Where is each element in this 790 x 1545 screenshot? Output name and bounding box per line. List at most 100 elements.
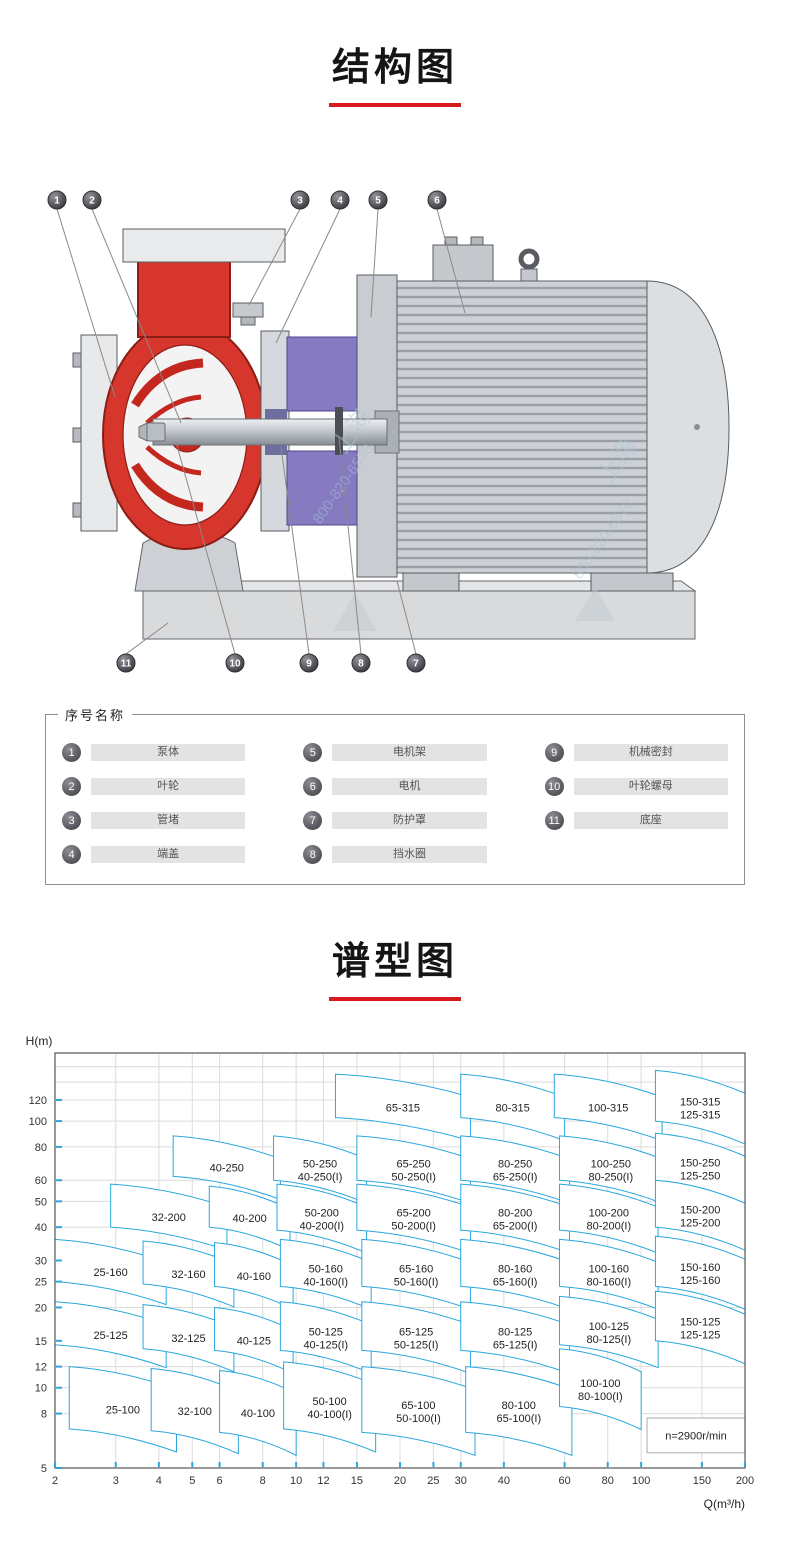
mechanical-seal-upper — [265, 409, 287, 419]
item-label: 防护罩 — [332, 812, 487, 829]
item-number-badge: 3 — [62, 811, 81, 830]
x-tick-label: 40 — [498, 1475, 510, 1487]
y-tick-label: 100 — [29, 1116, 47, 1128]
motor-end-cap — [646, 280, 730, 574]
item-number-badge: 5 — [303, 743, 323, 762]
item-label: 底座 — [573, 812, 728, 829]
callout-11: 11 — [116, 653, 136, 673]
pump-region-tile — [142, 1304, 235, 1373]
pump-region-tile — [559, 1348, 642, 1431]
discharge-flange — [122, 228, 286, 263]
y-tick-label: 40 — [35, 1222, 47, 1234]
x-tick-label: 4 — [156, 1475, 162, 1487]
legend-item: 8 挡水圈 — [303, 845, 487, 864]
pump-region-tile — [54, 1301, 167, 1369]
callout-circle — [330, 190, 350, 210]
pump-region-tile — [465, 1366, 573, 1457]
pipe-plug-stem — [240, 316, 256, 326]
speed-annotation-box — [646, 1417, 746, 1454]
region-label: 32-160 — [171, 1269, 205, 1281]
motor-foot-front — [402, 572, 460, 592]
x-tick-label: 8 — [260, 1475, 266, 1487]
y-axis-title: H(m) — [26, 1034, 53, 1048]
legend-item: 6 电机 — [303, 777, 487, 796]
suction-bolt-3 — [72, 502, 82, 518]
region-label: 32-100 — [178, 1406, 212, 1418]
lifting-eye-icon — [518, 248, 540, 270]
pump-region-tile — [150, 1368, 239, 1455]
callout-circle — [82, 190, 102, 210]
item-label: 叶轮螺母 — [573, 778, 728, 795]
item-label: 机械密封 — [573, 744, 728, 761]
pump-region-tile — [219, 1369, 297, 1457]
callout-circle — [427, 190, 447, 210]
region-label: 65-315 — [386, 1102, 420, 1114]
item-number-badge: 8 — [303, 845, 323, 864]
y-tick-label: 60 — [35, 1175, 47, 1187]
y-tick-label: 50 — [35, 1196, 47, 1208]
svg-text:4: 4 — [337, 196, 343, 207]
pump-region-tile — [68, 1366, 178, 1453]
region-label: 32-200 — [152, 1212, 186, 1224]
svg-text:5: 5 — [375, 196, 381, 207]
x-tick-label: 30 — [455, 1475, 467, 1487]
callout-3: 3 — [290, 190, 310, 210]
callout-circle — [299, 653, 319, 673]
svg-text:11: 11 — [121, 659, 132, 670]
structure-title-underline — [329, 103, 461, 107]
terminal-cap-1 — [444, 236, 458, 246]
region-label: 40-100 — [241, 1408, 275, 1420]
pump-regions — [54, 1069, 746, 1457]
pump-region-tile — [283, 1361, 377, 1453]
lifting-eye-base — [520, 268, 538, 282]
svg-text:8: 8 — [358, 659, 364, 670]
suction-bolt-1 — [72, 352, 82, 368]
pump-end-assembly — [72, 228, 400, 550]
item-label: 挡水圈 — [332, 846, 487, 863]
svg-text:9: 9 — [306, 659, 312, 670]
callout-leader-lines — [56, 208, 466, 655]
item-label: 端盖 — [91, 846, 246, 863]
item-number-badge: 2 — [62, 777, 81, 796]
item-number-badge: 6 — [303, 777, 323, 796]
x-tick-label: 200 — [736, 1475, 754, 1487]
svg-text:7: 7 — [413, 659, 419, 670]
y-tick-label: 8 — [41, 1409, 47, 1421]
y-tick-label: 12 — [35, 1362, 47, 1374]
watermark-logo-1 — [333, 593, 377, 631]
callout-circle — [351, 653, 371, 673]
discharge-column — [137, 260, 231, 338]
region-label: 40-250 — [210, 1163, 244, 1175]
callouts: 1 2 3 4 5 6 11 10 9 8 7 — [47, 190, 447, 673]
svg-text:2: 2 — [89, 196, 95, 207]
item-label: 电机 — [332, 778, 487, 795]
y-tick-label: 30 — [35, 1256, 47, 1268]
watermark-logo-2 — [575, 587, 615, 621]
item-label: 叶轮 — [91, 778, 246, 795]
region-label: 40-200 — [233, 1213, 267, 1225]
structure-title-block: 结构图 — [0, 36, 790, 107]
